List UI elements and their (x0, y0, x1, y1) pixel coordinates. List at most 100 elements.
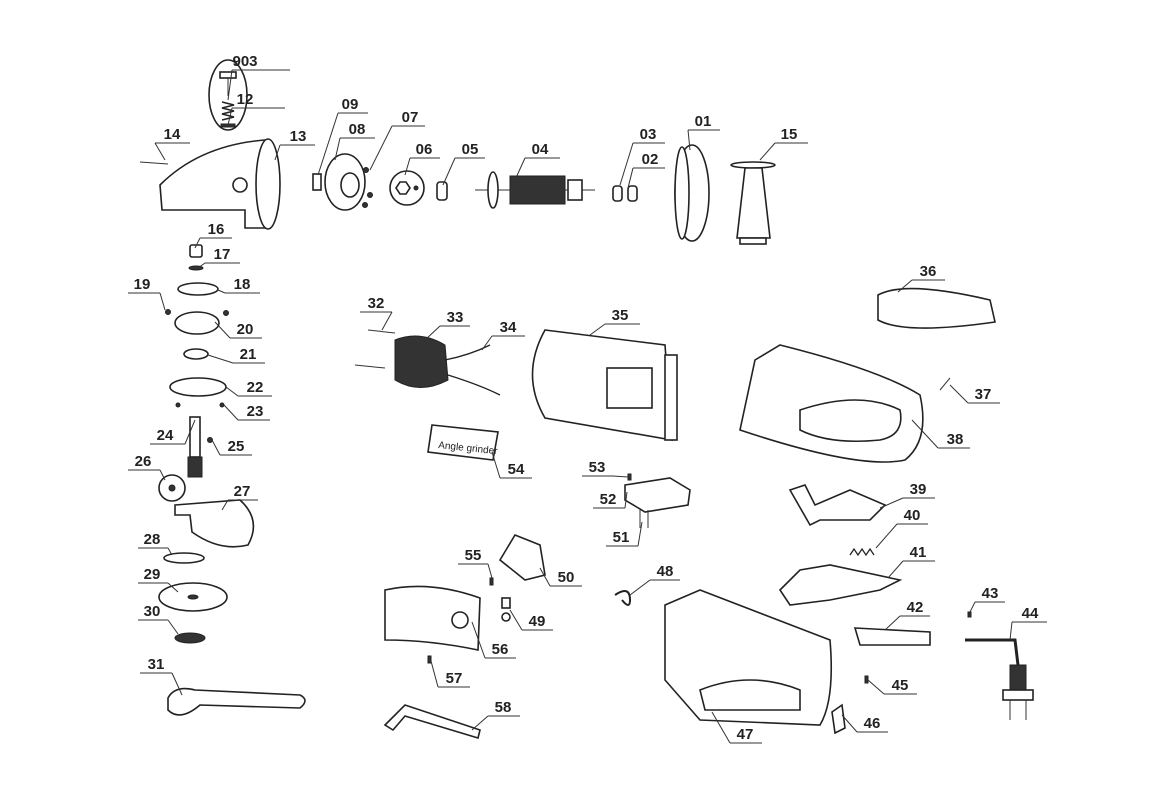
leader-line (274, 144, 281, 161)
part-label-35: 35 (589, 307, 640, 336)
leader-line (381, 311, 393, 331)
part-number: 09 (342, 96, 359, 113)
leader-line (171, 672, 183, 696)
part-label-52: 52 (593, 491, 628, 509)
part-34-wires (444, 344, 501, 396)
part-number: 55 (465, 547, 482, 564)
leader-line (227, 69, 233, 101)
part-number: 14 (164, 126, 181, 143)
part-number: 37 (975, 386, 992, 403)
part-label-05: 05 (442, 141, 485, 186)
part-label-22: 22 (225, 379, 272, 397)
leader-line (223, 404, 239, 421)
leader-line (687, 129, 691, 151)
part-label-30: 30 (138, 603, 179, 635)
part-number: 47 (737, 726, 754, 743)
part-label-49: 49 (509, 609, 553, 631)
leader-line (969, 601, 976, 613)
leader-line (624, 491, 628, 509)
part-49-carbon-brush (501, 597, 511, 622)
part-label-03: 03 (619, 126, 665, 186)
part-label-28: 28 (138, 531, 173, 556)
leader-line (211, 439, 221, 456)
part-24-spindle (187, 416, 213, 478)
part-number: 38 (947, 431, 964, 448)
leader-line (207, 354, 234, 364)
leader-line (317, 112, 339, 176)
leader-line (197, 262, 206, 269)
leader-line (612, 475, 629, 478)
leader-line (442, 157, 456, 186)
leader-line (589, 323, 606, 336)
leader-line (334, 137, 341, 161)
part-48-spring (614, 590, 632, 606)
part-label-07: 07 (369, 109, 425, 171)
part-number: 57 (446, 670, 463, 687)
leader-line (841, 714, 858, 733)
part-number: 08 (349, 121, 366, 138)
part-number: 23 (247, 403, 264, 420)
part-label-36: 36 (897, 263, 945, 293)
leader-line (167, 619, 179, 635)
part-32-screw (367, 329, 396, 334)
part-label-32: 32 (360, 295, 393, 331)
leader-line (227, 107, 233, 126)
part-label-14: 14 (154, 126, 190, 161)
part-label-54: 54 (491, 451, 532, 479)
part-label-02: 02 (627, 151, 665, 189)
part-number: 19 (134, 276, 151, 293)
part-31-spanner (167, 687, 306, 716)
part-number: 12 (237, 91, 254, 108)
leader-line (491, 451, 501, 479)
part-label-57: 57 (430, 660, 470, 688)
part-13-gear-housing (159, 139, 271, 229)
part-label-23: 23 (223, 403, 270, 421)
part-number: 15 (781, 126, 798, 143)
part-label-34: 34 (481, 319, 525, 351)
part-36-handle-cover (877, 287, 996, 329)
leader-line (154, 142, 166, 161)
part-label-51: 51 (606, 521, 643, 547)
part-57-screw (427, 655, 432, 664)
leader-line (471, 621, 486, 659)
part-label-20: 20 (214, 321, 262, 339)
part-label-53: 53 (582, 459, 629, 478)
part-50-brush-holder (498, 534, 546, 581)
part-label-46: 46 (841, 714, 888, 733)
part-12-spring (221, 101, 235, 121)
leader-line (879, 497, 904, 509)
leader-line (509, 609, 523, 631)
part-43-screw (967, 611, 972, 618)
leader-line (884, 615, 901, 631)
leader-line (167, 582, 179, 593)
part-number: 31 (148, 656, 165, 673)
part-label-09: 09 (317, 96, 368, 176)
part-number: 40 (904, 507, 921, 524)
part-56-cover (384, 585, 481, 651)
part-number: 20 (237, 321, 254, 338)
part-52-switch (624, 477, 691, 513)
part-number: 54 (508, 461, 525, 478)
part-label-31: 31 (140, 656, 183, 696)
part-45-screw (864, 675, 869, 684)
part-label-15: 15 (759, 126, 808, 161)
leader-line (911, 419, 939, 449)
part-02-bearing (627, 185, 638, 202)
part-number: 45 (892, 677, 909, 694)
part-41-switch-rod (778, 564, 903, 606)
part-number: 27 (234, 483, 251, 500)
part-number: 53 (589, 459, 606, 476)
part-04-armature (475, 171, 595, 209)
part-03-bearing (612, 185, 623, 202)
part-label-48: 48 (629, 563, 680, 596)
part-label-33: 33 (424, 309, 470, 341)
leader-line (471, 715, 489, 731)
part-38-handle-housing (739, 344, 924, 463)
leader-line (167, 547, 173, 556)
part-number: 50 (558, 569, 575, 586)
leader-line (430, 660, 439, 688)
part-58-hex-key (383, 704, 481, 740)
leader-line (487, 563, 493, 579)
